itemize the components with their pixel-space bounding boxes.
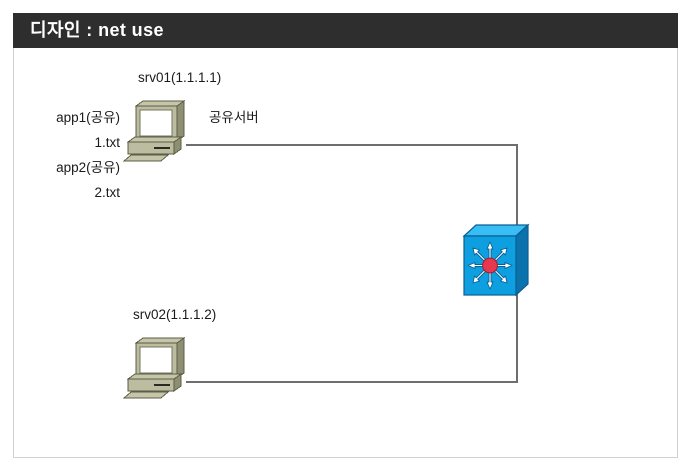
annotation-app1: app1(공유) [56,110,120,125]
node-role-label-srv01: 공유서버 [209,110,259,125]
link-srv01-vertical [516,144,518,233]
link-srv01-horizontal [186,144,518,146]
annotation-file1: 1.txt [94,135,120,150]
diagram-canvas: srv01(1.1.1.1) [13,48,678,458]
annotation-app2: app2(공유) [56,160,120,175]
page-title: 디자인 : net use [30,20,164,40]
network-switch-icon [460,222,532,300]
link-srv02-vertical [516,292,518,383]
annotation-file2: 2.txt [94,185,120,200]
link-srv02-horizontal [186,381,518,383]
desktop-computer-icon [123,100,189,162]
desktop-computer-icon [123,337,189,399]
node-label-srv02: srv02(1.1.1.2) [133,307,217,322]
node-label-srv01: srv01(1.1.1.1) [138,70,222,85]
window-title-bar: 디자인 : net use [13,13,678,48]
